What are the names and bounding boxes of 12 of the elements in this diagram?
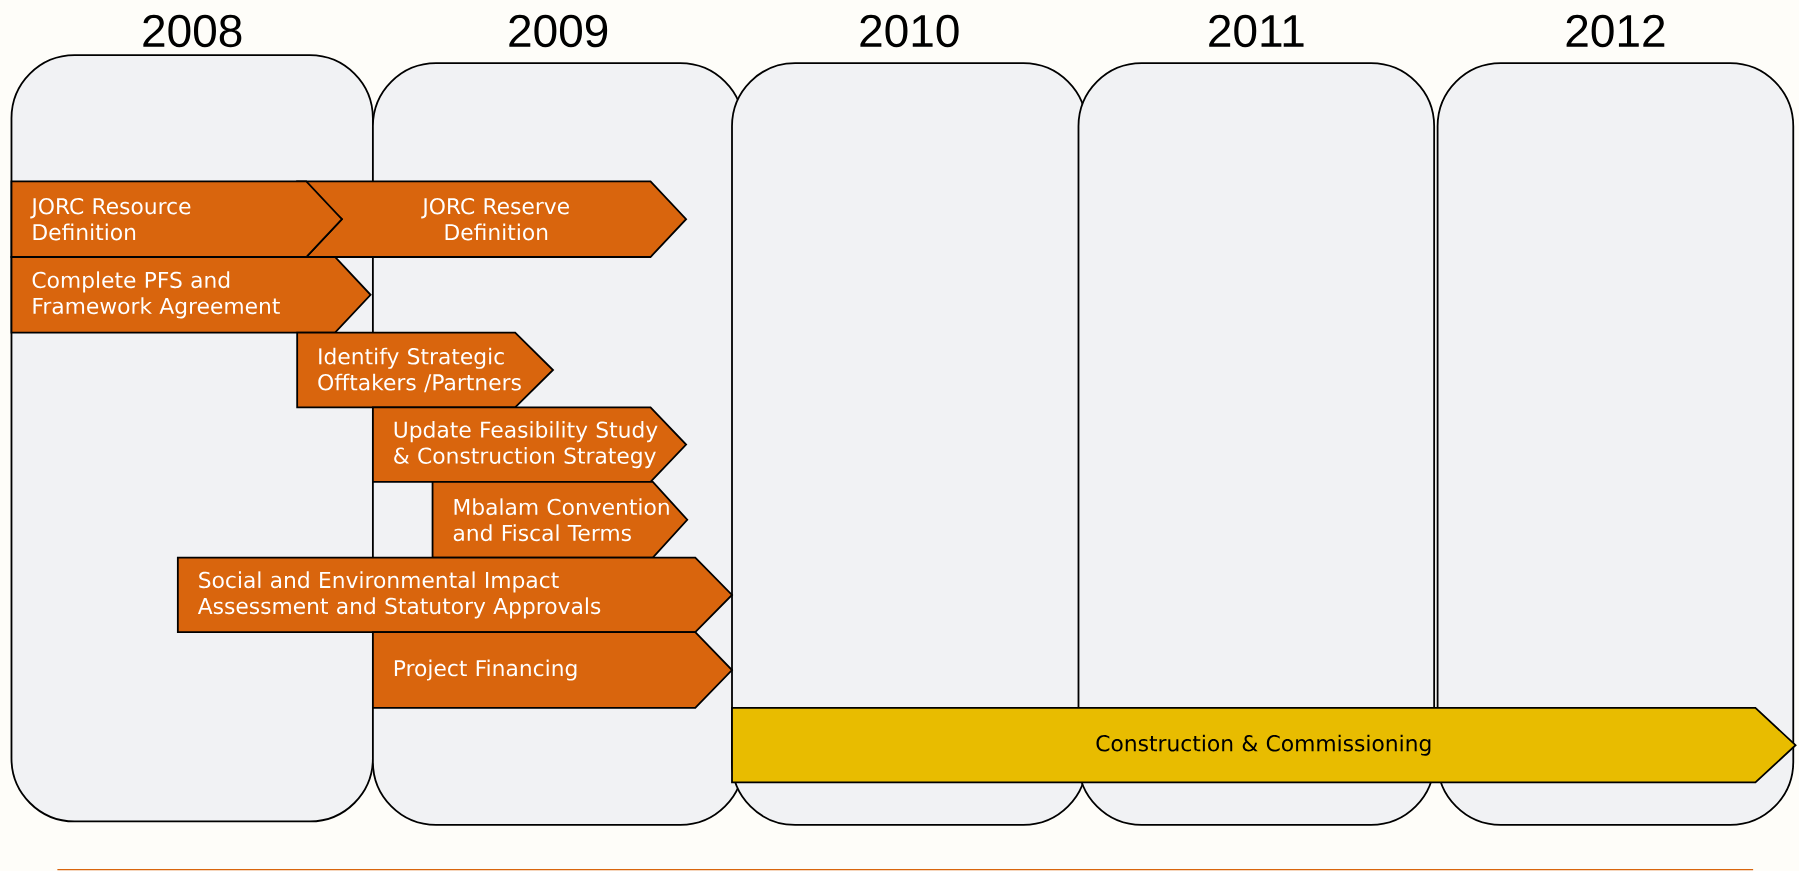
node-label: 2009 [509,14,608,48]
node-label: 2011 [1209,14,1304,48]
chevron-bar: JORC Resource Definition [10,180,344,258]
chevron-bar: Identify Strategic Offtakers /Partners [296,331,555,409]
node-label: 2012 [1566,14,1665,48]
chevron-bar: Project Financing [372,631,734,709]
chevron-bar: Update Feasibility Study & Construction Strategy [372,406,688,483]
chevron-bar: Complete PFS and Framework Agreement [10,256,372,334]
node-label: 2008 [143,14,242,48]
chevron-bar: Mbalam Convention and Fiscal Terms [431,480,689,559]
node-label: 2010 [860,14,959,48]
chevron-bar: Construction & Commissioning [731,707,1797,784]
